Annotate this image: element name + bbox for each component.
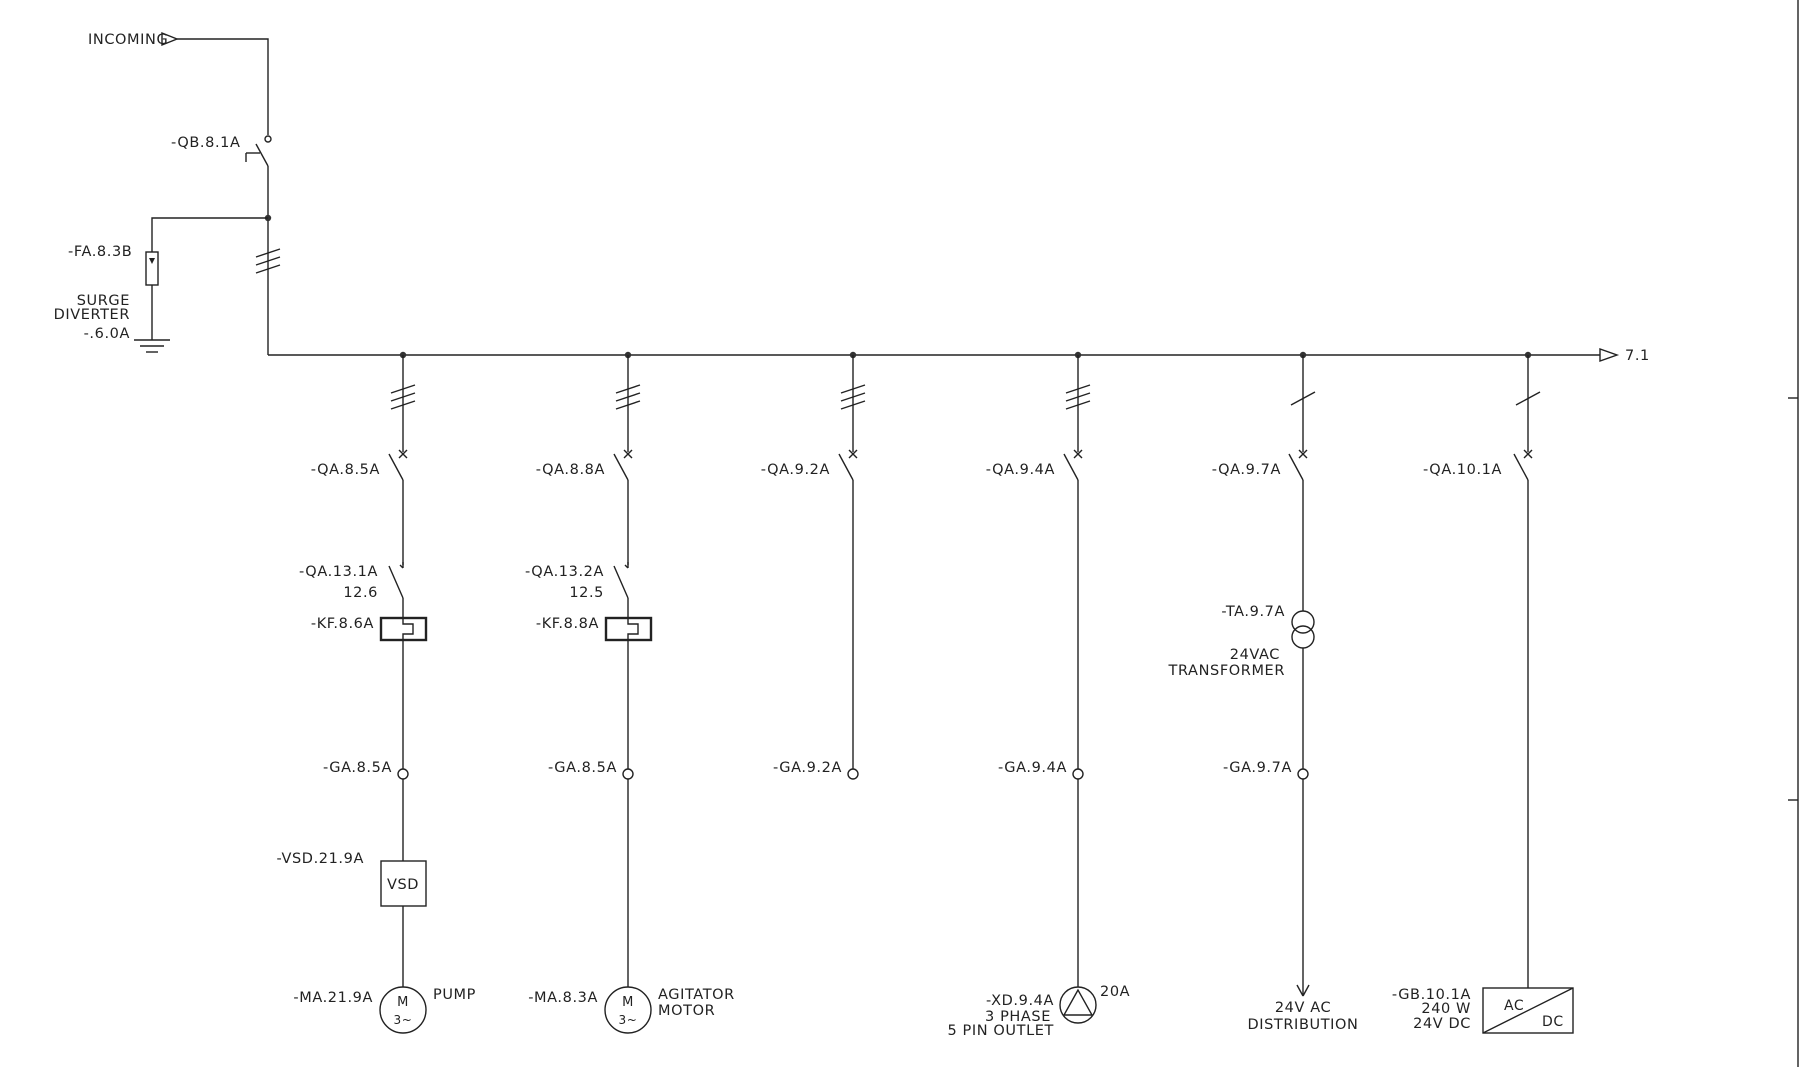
breaker-tag: -QA.10.1A <box>1423 462 1502 478</box>
outlet-line1: 3 PHASE <box>985 1009 1051 1025</box>
outlet-line2: 5 PIN OUTLET <box>948 1023 1055 1039</box>
breaker-tag: -QA.8.5A <box>311 462 380 478</box>
dist-line1: 24V AC <box>1275 1000 1331 1016</box>
terminal-icon <box>397 768 409 780</box>
circuit-breaker-icon <box>838 449 858 481</box>
transformer-line1: 24VAC <box>1230 647 1280 663</box>
vsd-tag: -VSD.21.9A <box>277 851 365 867</box>
transformer-tag: -TA.9.7A <box>1221 604 1285 620</box>
single-phase-marker-icon <box>1290 391 1316 406</box>
svg-text:3~: 3~ <box>619 1013 638 1027</box>
transformer-line2: TRANSFORMER <box>1168 663 1286 679</box>
terminal-tag: -GA.9.4A <box>998 760 1067 776</box>
load-name-2: MOTOR <box>658 1003 715 1019</box>
breaker-tag: -QA.9.7A <box>1212 462 1281 478</box>
earth-icon <box>134 339 170 353</box>
motor-icon: M 3~ <box>604 986 652 1034</box>
svg-text:M: M <box>397 995 409 1010</box>
circuit-breaker-icon <box>388 449 408 481</box>
overload-switch-tag: -QA.13.1A <box>299 564 378 580</box>
terminal-icon <box>1297 768 1309 780</box>
terminal-tag: -GA.9.2A <box>773 760 842 776</box>
bus-continuation-arrow-icon <box>1599 348 1620 362</box>
feeder-transformer: -QA.9.7A -TA.9.7A 24VAC TRANSFORMER -GA.… <box>1168 355 1358 1033</box>
feeder-outlet: -QA.9.4A -GA.9.4A -XD.9.4A 3 PHASE 5 PIN… <box>948 355 1130 1039</box>
surge-diverter: -FA.8.3B SURGE DIVERTER -.6.0A <box>54 217 268 353</box>
feeder-power-supply: -QA.10.1A AC DC -GB.10.1A 240 W 24V DC <box>1392 355 1574 1034</box>
contactor-tag: -KF.8.6A <box>311 616 374 632</box>
breaker-tag: -QA.9.4A <box>986 462 1055 478</box>
svg-text:DC: DC <box>1542 1014 1564 1030</box>
bus-continuation: 7.1 <box>1625 348 1650 364</box>
terminal-tag: -GA.8.5A <box>548 760 617 776</box>
main-busbar: 7.1 <box>268 348 1650 364</box>
terminal-icon <box>622 768 634 780</box>
three-phase-marker-icon <box>840 384 866 410</box>
feeder-spare: -QA.9.2A -GA.9.2A <box>761 355 866 780</box>
circuit-breaker-icon <box>613 449 633 481</box>
surge-line1: SURGE <box>77 293 130 309</box>
three-phase-marker-icon <box>390 384 416 410</box>
load-name: PUMP <box>433 987 476 1003</box>
surge-line2: DIVERTER <box>54 307 130 323</box>
three-phase-marker-icon <box>615 384 641 410</box>
psu-output: 24V DC <box>1413 1016 1471 1032</box>
breaker-tag: -QA.8.8A <box>536 462 605 478</box>
circuit-breaker-icon <box>1063 449 1083 481</box>
surge-diverter-icon <box>145 251 159 286</box>
motor-tag: -MA.8.3A <box>528 990 598 1006</box>
outlet-rating: 20A <box>1100 984 1130 1000</box>
dist-line2: DISTRIBUTION <box>1247 1017 1358 1033</box>
terminal-tag: -GA.9.7A <box>1223 760 1292 776</box>
breaker-tag: -QA.9.2A <box>761 462 830 478</box>
load-name: AGITATOR <box>658 987 735 1003</box>
three-phase-marker-icon <box>1065 384 1091 410</box>
vsd-label: VSD <box>387 877 419 893</box>
overload-relay-icon <box>379 616 428 642</box>
incoming-arrow-icon <box>161 31 179 47</box>
svg-text:AC: AC <box>1504 998 1524 1014</box>
socket-outlet-icon <box>1059 986 1097 1024</box>
incoming-supply: INCOMING <box>88 31 272 143</box>
main-isolator: -QB.8.1A <box>171 135 281 355</box>
svg-text:M: M <box>622 995 634 1010</box>
feeder-agitator: -QA.8.8A -QA.13.2A 12.5 -KF.8.8A -GA.8.5… <box>525 355 735 1034</box>
surge-ref: -.6.0A <box>84 326 130 342</box>
sheet-border <box>1788 0 1799 1067</box>
arrow-down-icon <box>1296 984 1310 997</box>
overload-setting: 12.5 <box>569 585 604 601</box>
svg-text:3~: 3~ <box>394 1013 413 1027</box>
surge-tag: -FA.8.3B <box>68 244 132 260</box>
overload-switch-icon <box>613 562 629 599</box>
terminal-tag: -GA.8.5A <box>323 760 392 776</box>
incoming-label: INCOMING <box>88 32 168 48</box>
outlet-tag: -XD.9.4A <box>986 993 1054 1009</box>
circuit-breaker-icon <box>1513 449 1533 481</box>
psu-power: 240 W <box>1421 1001 1471 1017</box>
terminal-icon <box>847 768 859 780</box>
overload-switch-tag: -QA.13.2A <box>525 564 604 580</box>
ac-dc-converter-icon: AC DC <box>1482 987 1574 1034</box>
single-phase-marker-icon <box>1515 391 1541 406</box>
feeder-pump: -QA.8.5A -QA.13.1A 12.6 -KF.8.6A -GA.8.5… <box>277 355 476 1034</box>
terminal-icon <box>1072 768 1084 780</box>
contactor-tag: -KF.8.8A <box>536 616 599 632</box>
motor-icon: M 3~ <box>379 986 427 1034</box>
three-phase-marker-icon <box>255 248 281 274</box>
main-switch-tag: -QB.8.1A <box>171 135 241 151</box>
transformer-icon <box>1291 610 1315 649</box>
overload-relay-icon <box>604 616 653 642</box>
circuit-breaker-icon <box>1288 449 1308 481</box>
overload-setting: 12.6 <box>343 585 378 601</box>
overload-switch-icon <box>388 562 404 599</box>
psu-tag: -GB.10.1A <box>1392 987 1471 1003</box>
motor-tag: -MA.21.9A <box>293 990 373 1006</box>
